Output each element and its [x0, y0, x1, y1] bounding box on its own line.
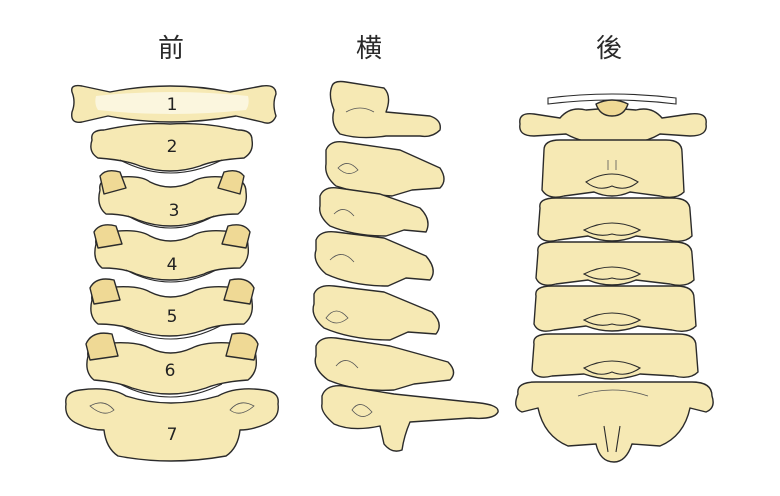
front-vertebra-c6	[85, 332, 259, 398]
side-vertebra-c6	[314, 336, 455, 391]
front-number-3: 3	[169, 201, 180, 221]
front-number-2: 2	[167, 137, 178, 157]
side-vertebra-c1	[329, 80, 441, 139]
front-view-label: 前	[158, 34, 186, 64]
front-vertebra-c4	[93, 224, 251, 283]
back-vertebra-c4	[535, 241, 695, 287]
back-vertebra-c2	[541, 139, 685, 199]
front-number-6: 6	[165, 361, 176, 381]
back-view	[515, 93, 714, 463]
back-vertebra-c3	[537, 197, 693, 243]
side-vertebra-c5	[312, 284, 440, 341]
front-vertebra-c1	[71, 84, 277, 124]
front-number-1: 1	[167, 95, 178, 115]
back-vertebra-c5	[533, 285, 697, 333]
front-number-7: 7	[167, 425, 178, 445]
back-vertebra-c6	[531, 333, 699, 380]
back-vertebra-c7	[515, 381, 714, 463]
front-view: 1 2 3 4 5 6 7	[65, 84, 279, 462]
front-number-5: 5	[167, 307, 178, 327]
front-vertebra-c2	[90, 122, 254, 174]
back-vertebra-c1	[519, 93, 707, 144]
front-vertebra-c7	[65, 388, 279, 462]
front-vertebra-c3	[98, 169, 248, 229]
side-vertebra-c2	[325, 140, 445, 197]
side-view-label: 横	[356, 34, 384, 64]
side-vertebra-c4	[314, 230, 434, 287]
side-view	[312, 80, 499, 452]
side-vertebra-c3	[319, 186, 429, 237]
front-vertebra-c5	[89, 278, 255, 340]
side-vertebra-c7	[321, 385, 499, 452]
back-view-label: 後	[596, 34, 624, 64]
front-number-4: 4	[167, 255, 178, 275]
